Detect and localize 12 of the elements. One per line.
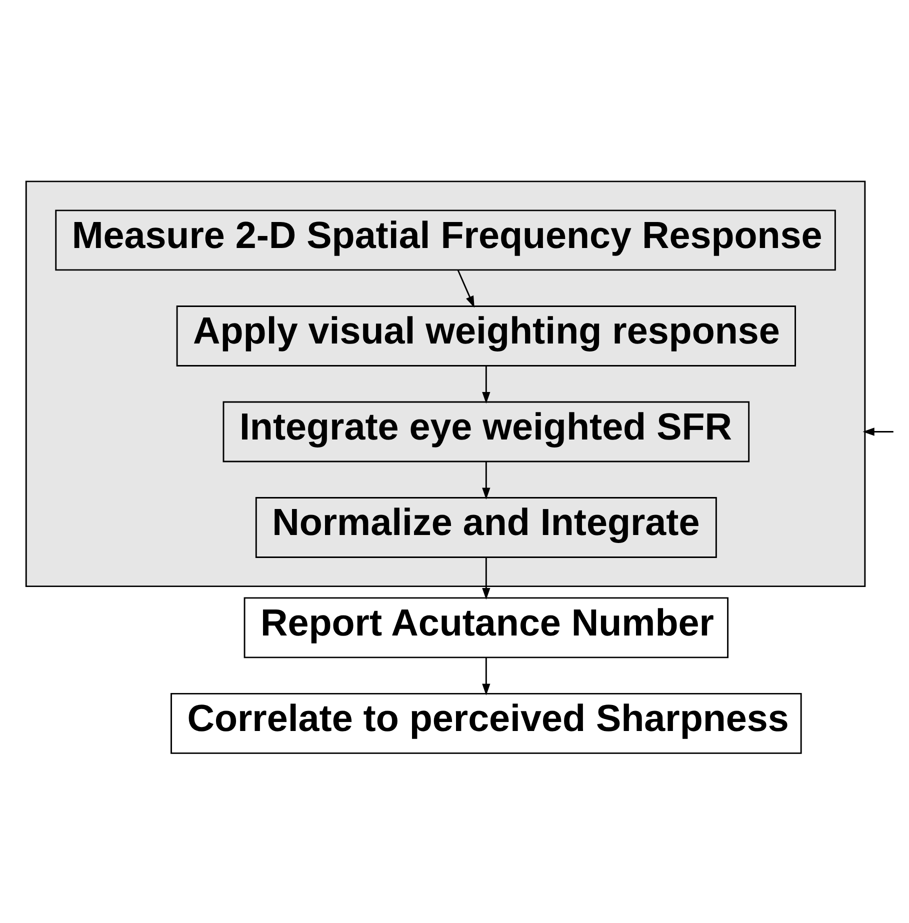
node-box: Apply visual weighting response <box>176 306 796 366</box>
arrow <box>457 270 474 308</box>
node-box: Report Acutance Number <box>244 597 729 658</box>
arrow <box>862 428 894 436</box>
node-box: Integrate eye weighted SFR <box>222 401 750 462</box>
node-box: Measure 2-D Spatial Frequency Response <box>55 210 836 271</box>
node-box: Correlate to perceived Sharpness <box>170 692 802 754</box>
arrow <box>482 462 490 500</box>
arrow <box>482 558 490 600</box>
node-box: Normalize and Integrate <box>255 497 717 558</box>
arrow <box>482 657 490 696</box>
arrow <box>482 366 490 404</box>
